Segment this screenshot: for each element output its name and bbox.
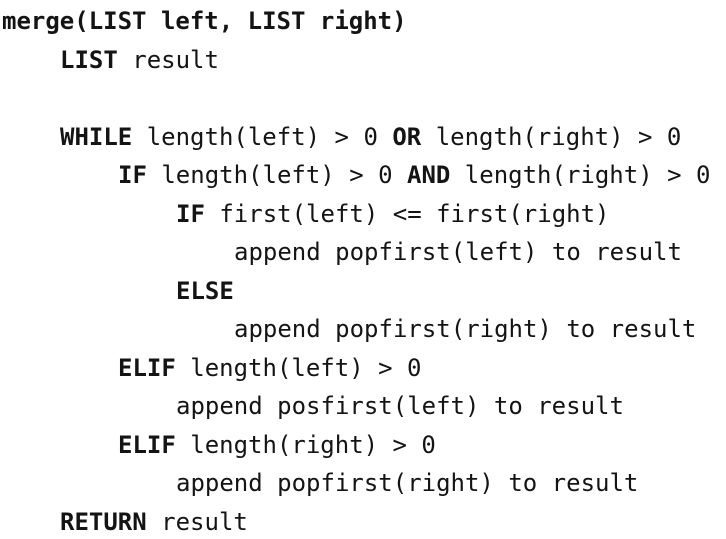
code-text: length(right) > 0 <box>450 161 711 189</box>
code-line: ELIF length(right) > 0 <box>118 428 436 462</box>
code-line: IF first(left) <= first(right) <box>176 197 609 231</box>
code-line: append posfirst(left) to result <box>176 389 624 423</box>
code-keyword: AND <box>407 161 451 189</box>
code-keyword: ELIF <box>118 430 176 459</box>
code-line: merge(LIST left, LIST right) <box>2 4 407 38</box>
code-line: LIST result <box>60 43 219 77</box>
code-line: append popfirst(right) to result <box>176 466 638 500</box>
code-text: length(left) > 0 <box>132 122 393 151</box>
code-line: ELSE <box>176 274 234 308</box>
code-keyword: ELSE <box>176 276 234 305</box>
code-keyword: IF <box>176 199 205 228</box>
code-text: length(right) > 0 <box>175 430 436 459</box>
code-text: result <box>146 507 248 536</box>
code-text: length(left) > 0 <box>146 161 407 189</box>
code-text: length(left) > 0 <box>175 353 422 382</box>
code-text: append popfirst(right) to result <box>176 469 639 497</box>
code-line: RETURN result <box>60 505 248 539</box>
code-line: append popfirst(left) to result <box>234 235 682 269</box>
code-keyword: RETURN <box>60 507 147 536</box>
code-text: result <box>117 45 219 74</box>
code-keyword: LIST <box>60 45 118 74</box>
code-keyword: IF <box>118 161 147 189</box>
code-keyword: merge(LIST left, LIST right) <box>2 7 407 35</box>
code-text: append popfirst(left) to result <box>234 238 682 266</box>
code-line: ELIF length(left) > 0 <box>118 351 421 385</box>
code-keyword: ELIF <box>118 353 176 382</box>
code-line: IF length(left) > 0 AND length(right) > … <box>118 158 710 192</box>
code-text: length(right) > 0 <box>421 122 682 151</box>
code-line: WHILE length(left) > 0 OR length(right) … <box>60 120 681 154</box>
code-text: append posfirst(left) to result <box>176 392 624 420</box>
code-keyword: OR <box>392 122 422 151</box>
code-keyword: WHILE <box>60 122 133 151</box>
code-text: first(left) <= first(right) <box>204 199 610 228</box>
code-text: append popfirst(right) to result <box>234 315 697 343</box>
code-line: append popfirst(right) to result <box>234 312 696 346</box>
